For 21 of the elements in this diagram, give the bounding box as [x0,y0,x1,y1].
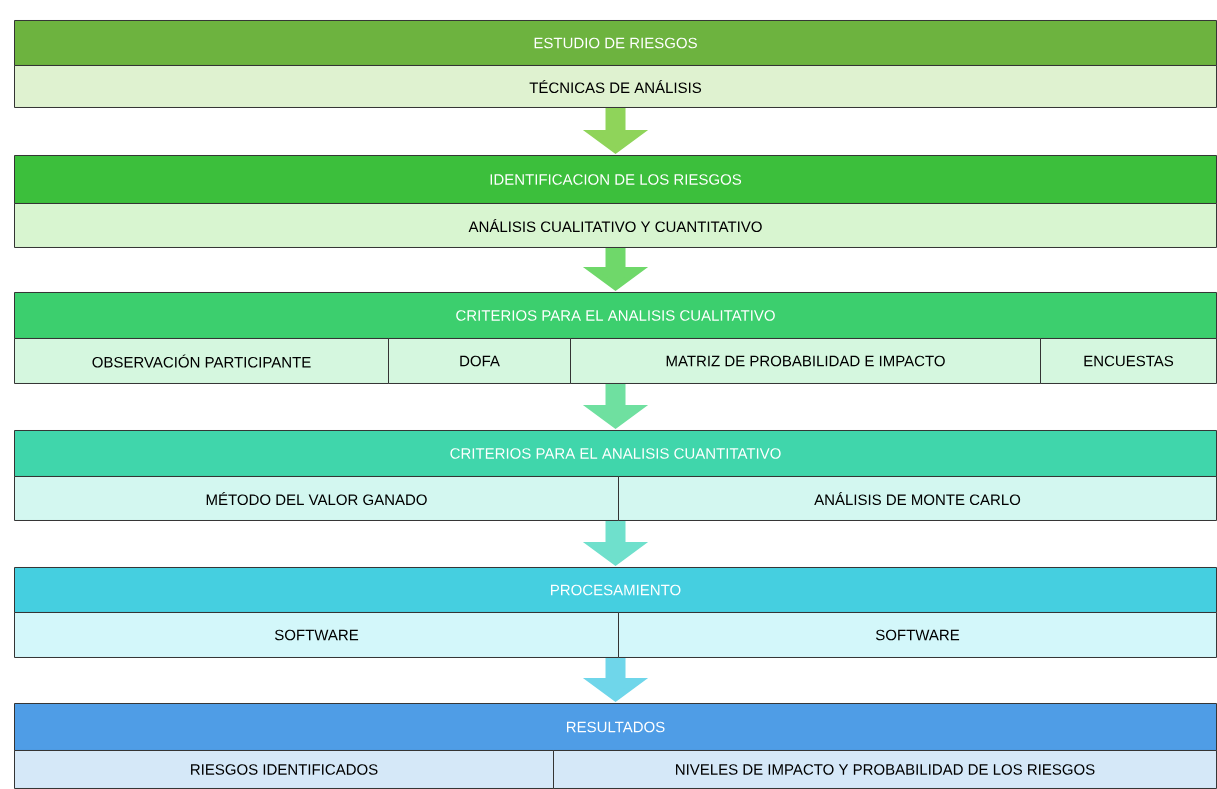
node-label: NIVELES DE IMPACTO Y PROBABILIDAD DE LOS RIESGOS [676,764,1095,775]
cell: MÉTODO DEL VALOR GANADO [14,476,619,521]
header-band: RESULTADOS [14,703,1217,751]
header-band: CRITERIOS PARA EL ANALISIS CUALITATIVO [14,292,1217,339]
cell: SOFTWARE [618,612,1217,658]
header-band: CRITERIOS PARA EL ANALISIS CUANTITATIVO [14,430,1217,477]
header-band: ESTUDIO DE RIESGOS [14,20,1217,66]
cell: SOFTWARE [14,612,619,658]
node-label: ANÁLISIS DE MONTE CARLO [814,491,1021,506]
cell: DOFA [388,338,571,384]
cell: ANÁLISIS DE MONTE CARLO [618,476,1217,521]
cell: ANÁLISIS CUALITATIVO Y CUANTITATIVO [14,203,1217,248]
node-label: SOFTWARE [875,629,960,641]
cell: TÉCNICAS DE ANÁLISIS [14,65,1217,108]
header-band: PROCESAMIENTO [14,567,1217,613]
node-label: RIESGOS IDENTIFICADOS [191,764,378,775]
cell: ENCUESTAS [1040,338,1217,384]
cell: RIESGOS IDENTIFICADOS [14,750,554,789]
node-label: ENCUESTAS [1084,355,1174,367]
cell: NIVELES DE IMPACTO Y PROBABILIDAD DE LOS RIESGOS [553,750,1217,789]
header-band: IDENTIFICACION DE LOS RIESGOS [14,155,1217,204]
